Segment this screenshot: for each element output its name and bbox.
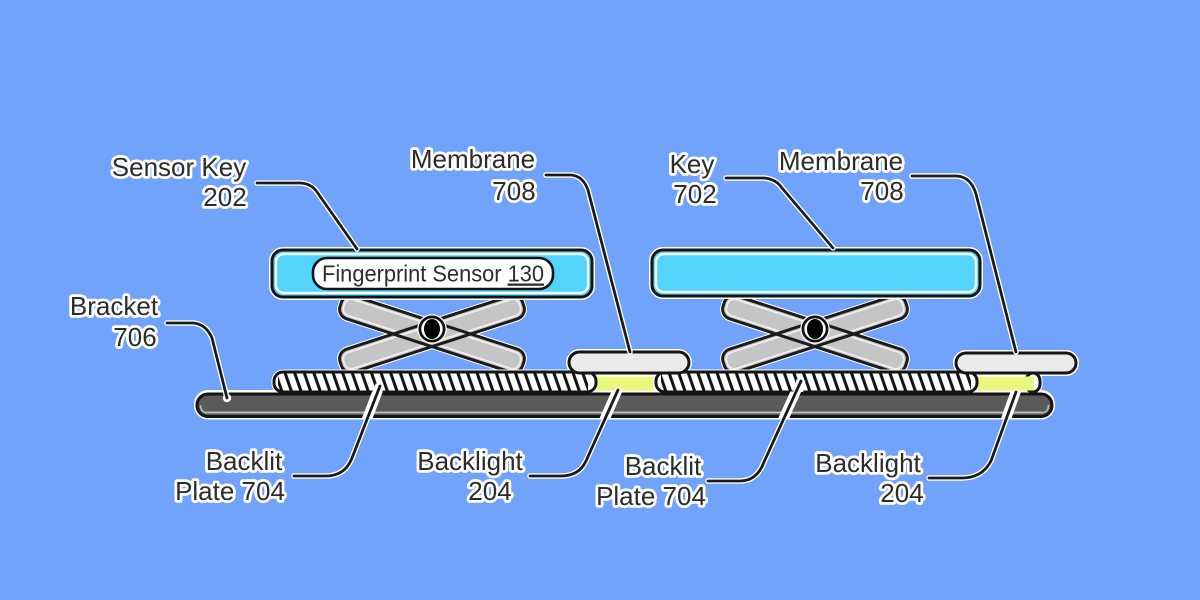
svg-text:Membrane: Membrane — [779, 146, 903, 176]
svg-text:Fingerprint Sensor 130: Fingerprint Sensor 130 — [322, 261, 544, 287]
svg-text:Backlight: Backlight — [417, 446, 523, 476]
svg-text:204: 204 — [880, 478, 923, 508]
svg-text:Membrane: Membrane — [411, 144, 535, 174]
svg-text:706: 706 — [113, 322, 156, 352]
svg-text:708: 708 — [492, 176, 535, 206]
svg-text:Backlight: Backlight — [815, 448, 921, 478]
svg-text:Bracket: Bracket — [70, 291, 159, 321]
svg-text:Plate 704: Plate 704 — [175, 476, 285, 506]
svg-text:Sensor Key: Sensor Key — [112, 152, 246, 182]
svg-text:Backlit: Backlit — [206, 446, 283, 476]
svg-text:204: 204 — [468, 476, 511, 506]
svg-text:702: 702 — [673, 179, 716, 209]
svg-text:202: 202 — [203, 182, 246, 212]
svg-text:Key: Key — [670, 149, 715, 179]
svg-text:Backlit: Backlit — [625, 451, 702, 481]
svg-text:Plate 704: Plate 704 — [596, 481, 706, 511]
svg-text:708: 708 — [860, 176, 903, 206]
